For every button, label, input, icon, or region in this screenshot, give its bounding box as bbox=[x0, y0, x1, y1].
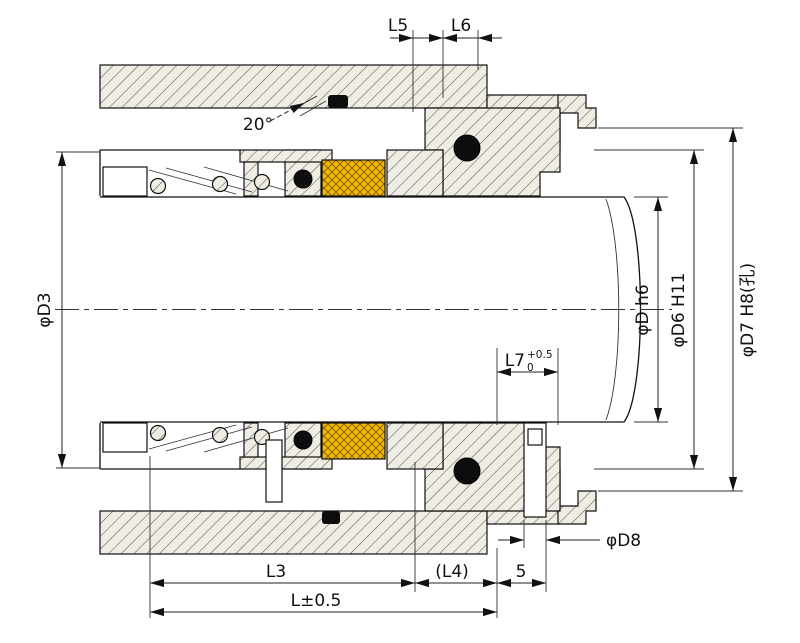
spring-assembly-upper bbox=[99, 149, 289, 197]
lower-housing-and-gland bbox=[99, 422, 597, 555]
spring-wire-section bbox=[211, 426, 229, 444]
label-l7-tol-lower: 0 bbox=[527, 362, 534, 374]
o-ring-lower-right bbox=[453, 457, 481, 485]
label-l3: L3 bbox=[266, 562, 286, 582]
seal-face-ring-lower bbox=[321, 422, 386, 460]
set-collar-upper bbox=[102, 166, 148, 197]
drive-pin-slot-lower bbox=[265, 439, 283, 503]
spring-assembly-lower bbox=[99, 422, 289, 503]
snap-ring-lower bbox=[557, 490, 597, 525]
label-l7-tol-upper: +0.5 bbox=[527, 349, 553, 361]
seat-holder-upper bbox=[424, 107, 561, 197]
retainer-strip-lower bbox=[239, 456, 333, 470]
stationary-seat-lower bbox=[386, 422, 444, 470]
label-total-length: L±0.5 bbox=[291, 591, 342, 611]
spring-coil-line bbox=[203, 166, 289, 192]
spring-wire-section bbox=[253, 173, 271, 191]
spring-wire-section bbox=[149, 177, 167, 195]
label-l6: L6 bbox=[451, 16, 471, 36]
housing-upper bbox=[99, 64, 488, 109]
set-collar-lower bbox=[102, 422, 148, 453]
retainer-strip-upper bbox=[239, 149, 333, 163]
label-l5: L5 bbox=[388, 16, 408, 36]
d8-pin bbox=[527, 428, 543, 446]
o-rings-upper bbox=[293, 95, 481, 189]
label-d7: φD7 H8(孔) bbox=[738, 263, 758, 357]
stationary-seat-upper bbox=[386, 149, 444, 197]
o-rings-lower bbox=[293, 430, 481, 524]
label-5: 5 bbox=[516, 562, 527, 582]
spring-coil-line bbox=[165, 426, 253, 452]
o-ring-lower-left bbox=[293, 430, 313, 450]
spring-coil-line bbox=[203, 427, 289, 453]
seal-face-ring-upper bbox=[321, 159, 386, 197]
d8-hole bbox=[523, 422, 547, 518]
o-ring-upper-left bbox=[293, 169, 313, 189]
snap-ring-upper bbox=[557, 94, 597, 129]
label-d3: φD3 bbox=[35, 292, 55, 327]
spring-wire-section bbox=[149, 424, 167, 442]
d8-slot bbox=[523, 422, 547, 518]
spring-wire-section bbox=[211, 175, 229, 193]
o-ring-upper-right bbox=[453, 134, 481, 162]
label-d8: φD8 bbox=[606, 531, 641, 551]
dimensions: L5 L6 20° φD3 φD h6 φD6 H11 φD7 H8(孔) L7… bbox=[35, 16, 758, 618]
label-d6: φD6 H11 bbox=[669, 273, 689, 348]
elastomer-pip-upper bbox=[328, 95, 348, 108]
label-l7: L7 bbox=[505, 351, 525, 371]
label-angle: 20° bbox=[243, 115, 273, 135]
housing-lower bbox=[99, 510, 488, 555]
elastomer-pip-lower bbox=[322, 511, 340, 524]
upper-housing-and-gland bbox=[99, 64, 597, 197]
label-l4: (L4) bbox=[435, 562, 469, 582]
spring-coil-line bbox=[165, 167, 253, 193]
label-d-shaft: φD h6 bbox=[633, 284, 653, 335]
